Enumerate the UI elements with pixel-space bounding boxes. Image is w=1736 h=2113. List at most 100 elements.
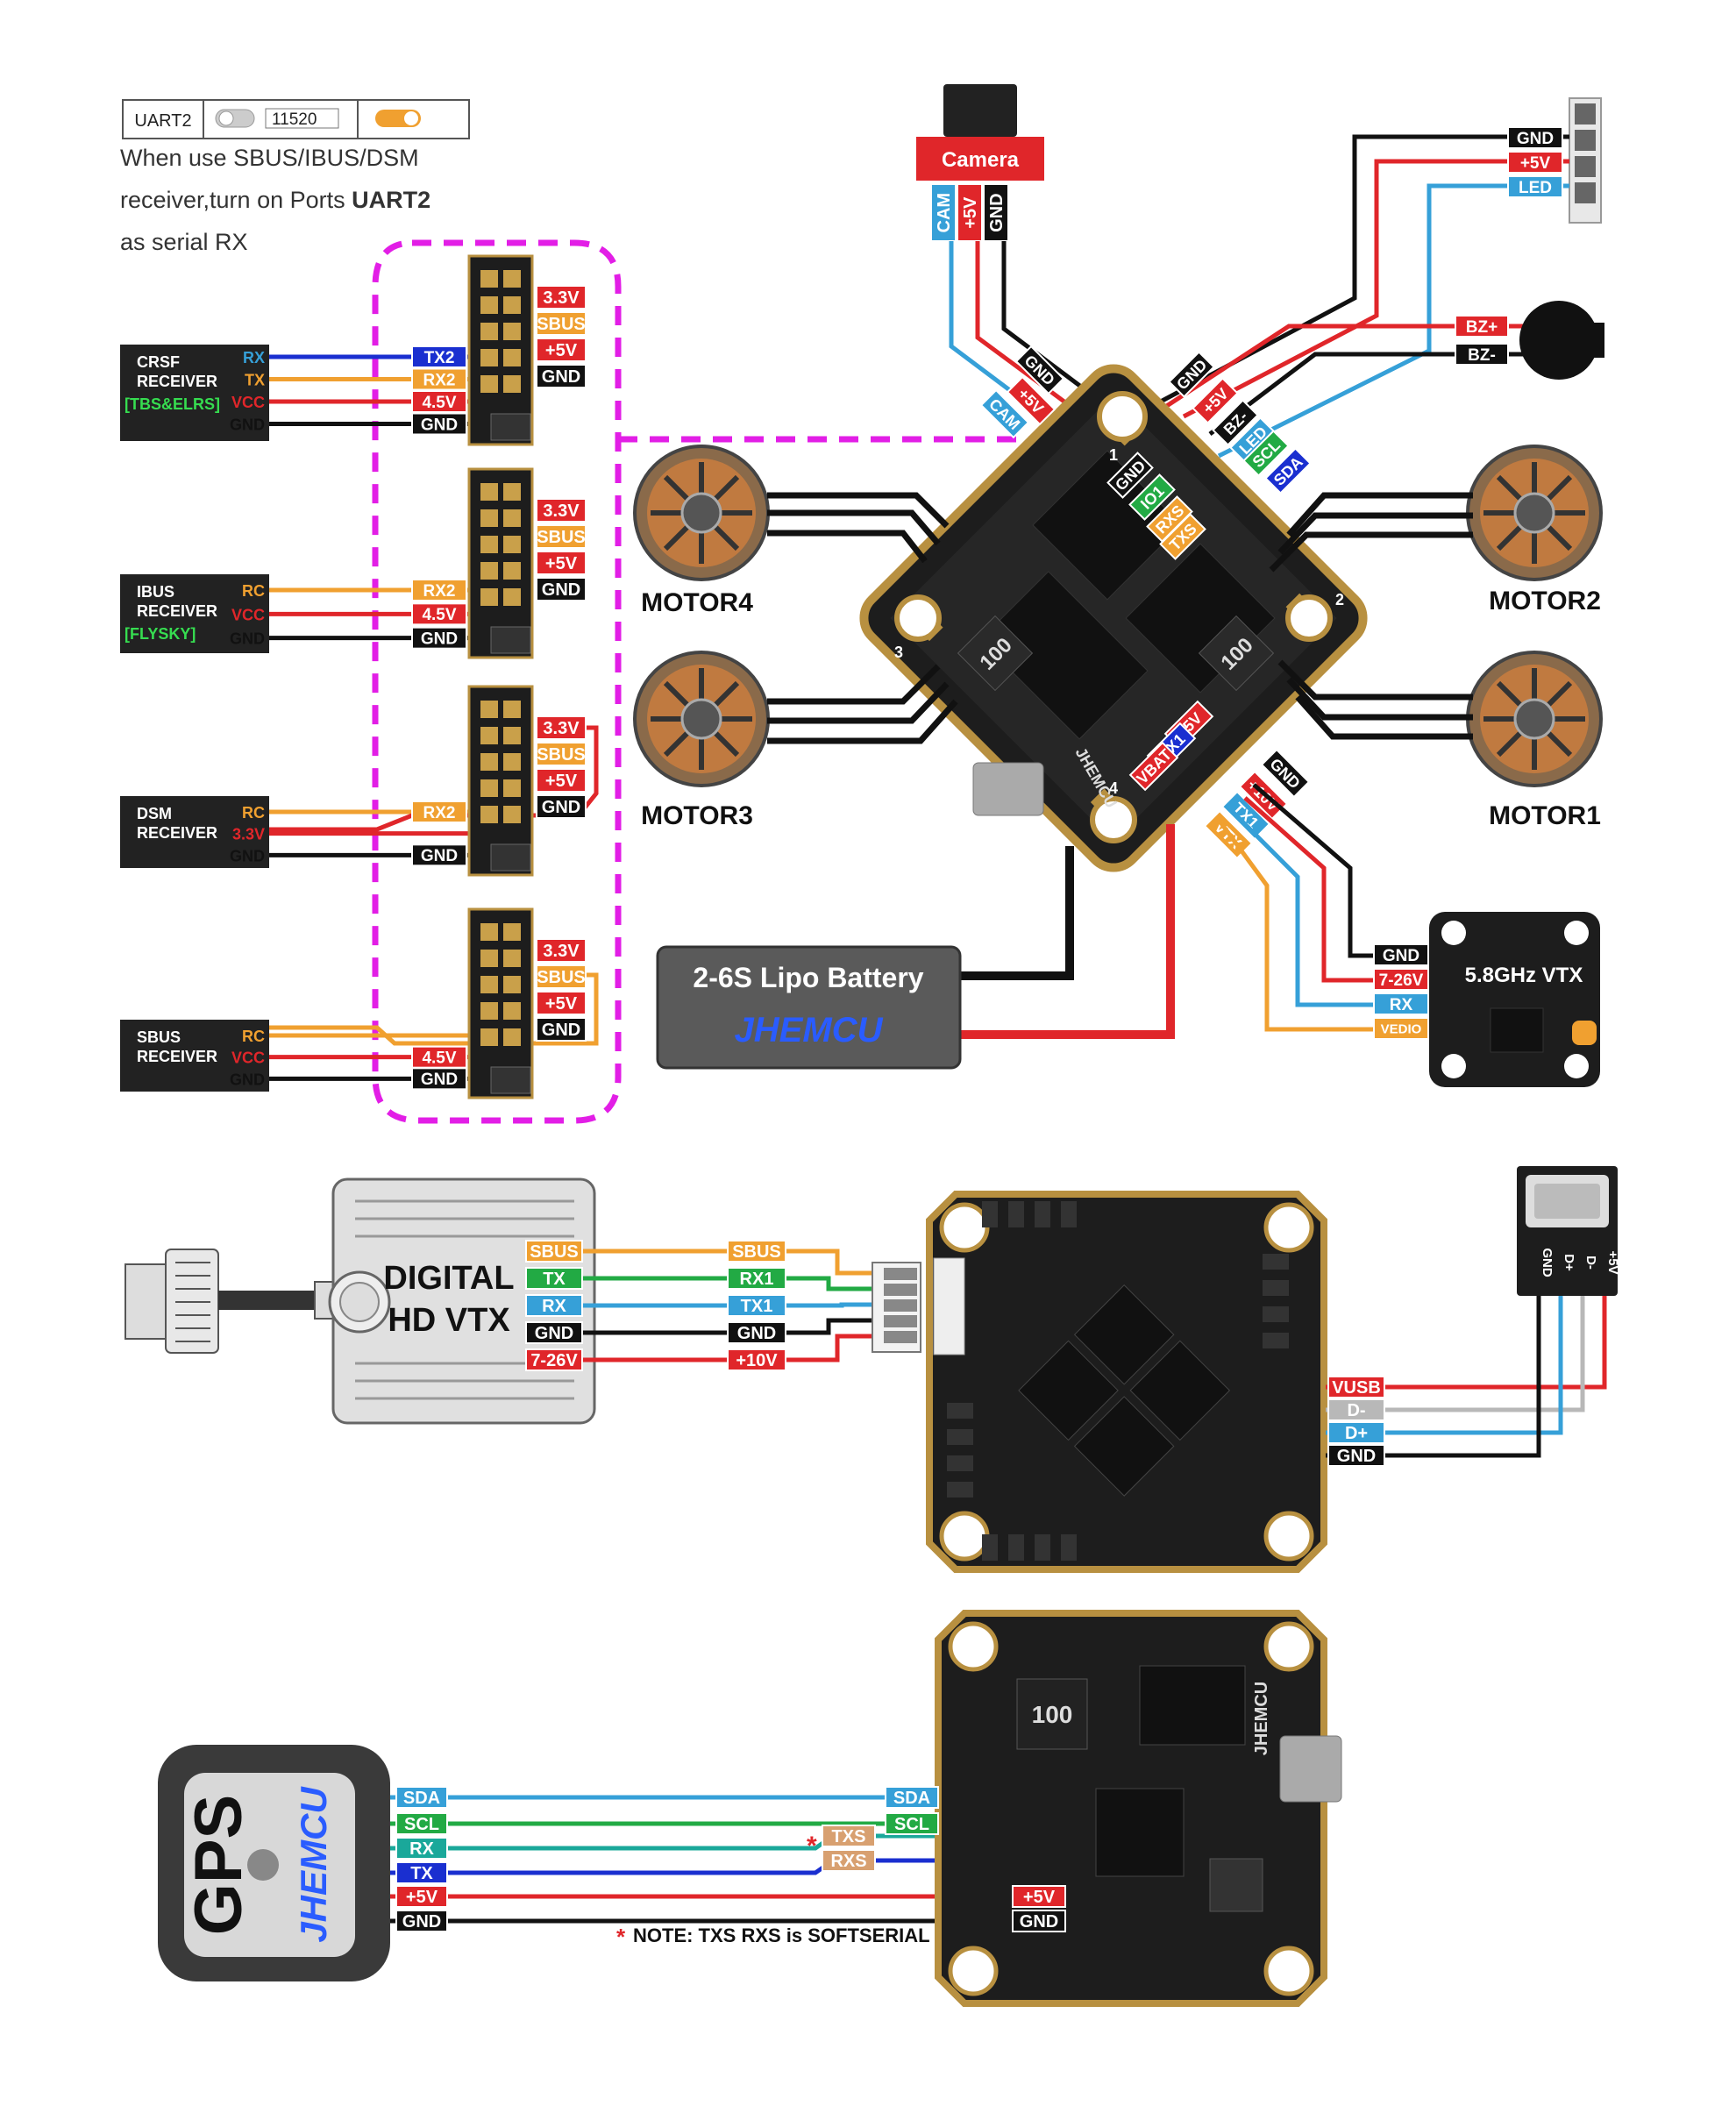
gps-fc-pin-4-text: +5V bbox=[1023, 1888, 1056, 1907]
pad-label-text: SBUS bbox=[537, 745, 586, 765]
note-asterisk: * bbox=[616, 1924, 626, 1950]
wire-label-text: GND bbox=[421, 847, 458, 865]
pad-label-text: 3.3V bbox=[543, 719, 580, 738]
pad-label-text: +5V bbox=[545, 772, 578, 791]
pad-label: SBUS bbox=[536, 311, 587, 336]
motor-label: MOTOR4 bbox=[641, 588, 753, 617]
pad-label-text: SBUS bbox=[537, 315, 586, 334]
motor-3: MOTOR1 bbox=[1466, 651, 1603, 830]
wire-label-text: 4.5V bbox=[422, 606, 456, 624]
pad-label: 3.3V bbox=[536, 285, 587, 309]
motor-2: MOTOR3 bbox=[633, 651, 770, 830]
dvtx-fc-pin-2: TX1 bbox=[727, 1294, 786, 1317]
pad-label-text: GND bbox=[542, 798, 580, 817]
receiver-tag: [TBS&ELRS] bbox=[125, 395, 220, 413]
fc-chip: 100 bbox=[1198, 615, 1275, 692]
wire-label-text: GND bbox=[421, 630, 458, 649]
analog-vtx-label: 5.8GHz VTX bbox=[1465, 964, 1583, 987]
led-pin-2-text: LED bbox=[1519, 179, 1552, 197]
analog-vtx-pin-1: 7-26V bbox=[1373, 968, 1429, 991]
buzzer-pin-1: BZ- bbox=[1455, 343, 1509, 366]
uart-note-line3: as serial RX bbox=[120, 229, 248, 255]
camera-pin-1: +5V bbox=[957, 183, 983, 242]
usb-header-pin-0: GND bbox=[1540, 1248, 1555, 1277]
receiver-pin: RX bbox=[243, 349, 265, 366]
pad-label-text: GND bbox=[542, 1021, 580, 1040]
usb-wires bbox=[1326, 1296, 1607, 1458]
gps-pin-3-text: TX bbox=[410, 1864, 433, 1883]
gps-fc-pin-0-text: SDA bbox=[893, 1789, 930, 1808]
pad-label: +5V bbox=[536, 991, 587, 1015]
uart-note-line1: When use SBUS/IBUS/DSM bbox=[120, 145, 419, 171]
pad-label-text: +5V bbox=[545, 994, 578, 1014]
dvtx-fc-pin-1: RX1 bbox=[727, 1267, 786, 1290]
gps-fc-pin-5-text: GND bbox=[1020, 1912, 1058, 1932]
uart-note: When use SBUS/IBUS/DSM receiver,turn on … bbox=[120, 137, 430, 263]
flight-controller-bottom-view bbox=[926, 1191, 1327, 1573]
usb-pin-1-text: D- bbox=[1347, 1401, 1365, 1420]
gps-title: GPS bbox=[181, 1795, 256, 1936]
dvtx-vtx-pin-2-text: RX bbox=[542, 1297, 566, 1316]
usb-pin-0-text: VUSB bbox=[1332, 1378, 1381, 1398]
buzzer-pin-0-text: BZ+ bbox=[1466, 318, 1498, 337]
gps-fc-pin-3: RXS bbox=[822, 1849, 876, 1872]
dvtx-fc-pin-3-text: GND bbox=[737, 1324, 776, 1343]
gps-module: GPS JHEMCU bbox=[158, 1745, 390, 1981]
gps-fc-pin-2: TXS bbox=[822, 1825, 876, 1847]
pad-label-text: SBUS bbox=[537, 528, 586, 547]
led-pin-2: LED bbox=[1507, 175, 1563, 198]
dvtx-vtx-pin-1: TX bbox=[525, 1267, 583, 1290]
usb-pin-3-text: GND bbox=[1337, 1447, 1376, 1466]
dvtx-fc-pin-0-text: SBUS bbox=[732, 1242, 781, 1262]
battery: 2-6S Lipo Battery JHEMCU bbox=[656, 945, 962, 1070]
usb-pin-2: D+ bbox=[1327, 1421, 1385, 1444]
wire-label-text: RX2 bbox=[423, 371, 456, 389]
softserial-note: NOTE: TXS RXS is SOFTSERIAL bbox=[633, 1924, 930, 1946]
flight-controller-top: GND+5VCAMGND+5VBZ-LEDSCLSDAGNDIO1RXSTXS+… bbox=[859, 345, 1368, 872]
gps-brand: JHEMCU bbox=[293, 1786, 334, 1943]
usb-header-pin-1: D+ bbox=[1562, 1254, 1576, 1271]
dvtx-vtx-pin-2: RX bbox=[525, 1294, 583, 1317]
usb-pin-0: VUSB bbox=[1327, 1376, 1385, 1398]
wire-label: 4.5V bbox=[411, 602, 467, 626]
motor-0: MOTOR4 bbox=[633, 445, 770, 617]
flight-controller-gps-view: 100 JHEMCU bbox=[935, 1610, 1342, 2007]
receiver-name-line: DSM bbox=[137, 805, 172, 822]
usb-pin-2-text: D+ bbox=[1345, 1424, 1368, 1443]
baud-field[interactable] bbox=[265, 108, 339, 129]
fc-br-pad-2: VBAT bbox=[1128, 741, 1179, 792]
receiver-tag: [FLYSKY] bbox=[125, 625, 196, 643]
wire-label-text: RX2 bbox=[423, 582, 456, 601]
pad-label-text: 3.3V bbox=[543, 502, 580, 521]
pad-label: +5V bbox=[536, 551, 587, 575]
motor-label: MOTOR2 bbox=[1489, 587, 1601, 615]
led-pin-1-text: +5V bbox=[1520, 154, 1551, 173]
digital-vtx-title1: DIGITAL bbox=[383, 1260, 514, 1297]
fc-corner-number: 3 bbox=[894, 644, 903, 661]
receiver-pin: VCC bbox=[231, 1049, 265, 1067]
receiver-pin: GND bbox=[230, 847, 265, 864]
wire-label: GND bbox=[411, 626, 467, 650]
led-wires bbox=[1156, 134, 1569, 459]
buzzer bbox=[1519, 301, 1604, 380]
receiver-pin: RC bbox=[242, 582, 265, 600]
softserial-asterisk: * bbox=[807, 1832, 817, 1860]
uart-port-label: UART2 bbox=[134, 111, 191, 131]
receiver-boxes: CRSFRECEIVER[TBS&ELRS]RXTXVCCGNDIBUSRECE… bbox=[120, 345, 269, 1092]
dvtx-vtx-pin-4-text: 7-26V bbox=[530, 1351, 578, 1370]
receiver-pin: RC bbox=[242, 804, 265, 822]
gps-fc-pin-3-text: RXS bbox=[830, 1852, 866, 1871]
led-pin-0-text: GND bbox=[1517, 130, 1554, 148]
pad-label-text: 3.3V bbox=[543, 942, 580, 961]
gps-pin-5: GND bbox=[395, 1910, 448, 1932]
pad-stacks: 3.3VSBUS+5VGNDTX2RX24.5VGND3.3VSBUS+5VGN… bbox=[411, 254, 587, 1099]
